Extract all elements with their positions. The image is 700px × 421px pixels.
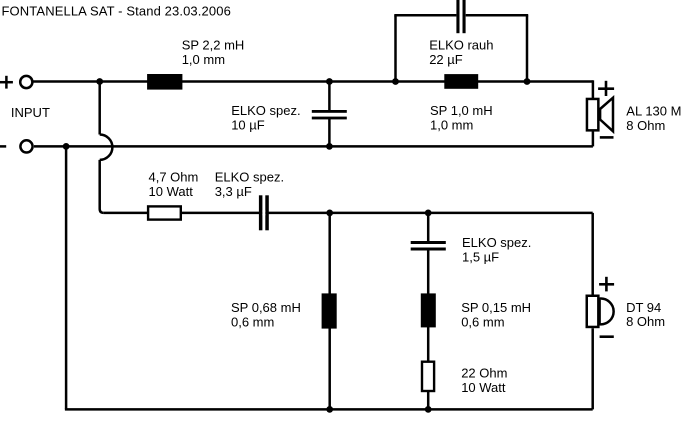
svg-text:INPUT: INPUT [11, 105, 50, 120]
svg-text:22 Ohm: 22 Ohm [461, 366, 507, 381]
svg-text:ELKO spez.: ELKO spez. [231, 103, 300, 118]
svg-text:SP 1,0 mH: SP 1,0 mH [430, 103, 493, 118]
svg-text:0,6 mm: 0,6 mm [461, 315, 504, 330]
svg-text:ELKO spez.: ELKO spez. [215, 170, 284, 185]
svg-text:ELKO rauh: ELKO rauh [429, 38, 493, 53]
svg-text:1,0 mm: 1,0 mm [182, 52, 225, 67]
svg-text:SP 2,2 mH: SP 2,2 mH [182, 38, 245, 53]
svg-text:10 µF: 10 µF [231, 118, 265, 133]
svg-text:1,5 µF: 1,5 µF [462, 249, 499, 264]
svg-text:4,7 Ohm: 4,7 Ohm [149, 170, 199, 185]
svg-text:8 Ohm: 8 Ohm [626, 118, 665, 133]
svg-text:0,6 mm: 0,6 mm [231, 315, 274, 330]
svg-text:SP 0,15 mH: SP 0,15 mH [461, 300, 531, 315]
svg-text:10 Watt: 10 Watt [149, 184, 194, 199]
svg-text:10 Watt: 10 Watt [461, 380, 506, 395]
svg-text:SP 0,68 mH: SP 0,68 mH [231, 300, 301, 315]
svg-text:ELKO spez.: ELKO spez. [462, 235, 531, 250]
svg-text:1,0 mm: 1,0 mm [430, 118, 473, 133]
svg-text:DT 94: DT 94 [626, 300, 661, 315]
svg-text:FONTANELLA SAT - Stand 23.03.2: FONTANELLA SAT - Stand 23.03.2006 [2, 4, 231, 19]
svg-text:8 Ohm: 8 Ohm [626, 314, 665, 329]
svg-text:22 µF: 22 µF [429, 52, 463, 67]
svg-text:AL 130 M: AL 130 M [626, 104, 681, 119]
svg-text:3,3 µF: 3,3 µF [215, 184, 252, 199]
